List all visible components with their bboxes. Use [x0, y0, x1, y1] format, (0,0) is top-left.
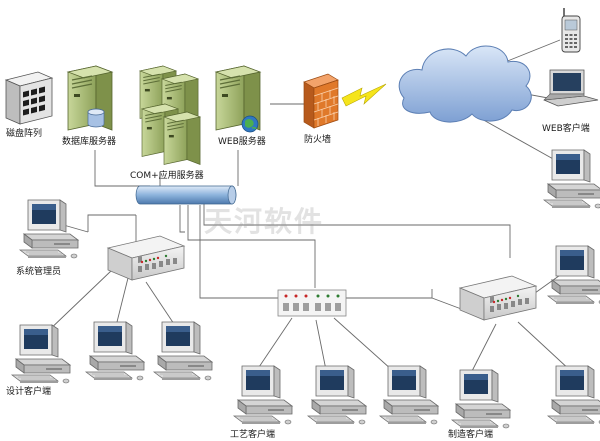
label-web-client: WEB客户端: [542, 124, 590, 134]
laptop-icon: [543, 69, 599, 107]
firewall-icon: [303, 73, 339, 129]
label-firewall: 防火墙: [304, 135, 332, 145]
backbone-bus: [135, 185, 237, 205]
web-server-icon: [215, 65, 261, 133]
process-client-pc-icon: [307, 365, 367, 425]
design-client-pc-icon: [11, 324, 71, 384]
label-com-server: COM+应用服务器: [130, 171, 204, 181]
lightning-icon: [341, 83, 387, 107]
label-web-server: WEB服务器: [218, 137, 266, 147]
label-disk-array: 磁盘阵列: [6, 129, 43, 139]
mobile-phone-icon: [561, 8, 581, 53]
manufacture-client-pc-icon: [451, 369, 511, 429]
process-client-pc-icon: [379, 365, 439, 425]
design-client-pc-icon: [153, 321, 213, 381]
manufacture-client-pc-icon: [547, 245, 600, 305]
switch-hub-1-icon: [107, 235, 185, 281]
system-admin-pc-icon: [19, 199, 79, 259]
database-server-icon: [67, 65, 113, 131]
label-db-server: 数据库服务器: [62, 137, 117, 147]
com-server-cluster-icon: [139, 65, 201, 165]
process-client-pc-icon: [233, 365, 293, 425]
internet-cloud-icon: [398, 45, 532, 123]
switch-hub-3-icon: [459, 275, 537, 321]
design-client-pc-icon: [85, 321, 145, 381]
label-system-admin: 系统管理员: [16, 267, 62, 277]
switch-hub-2-icon: [277, 289, 347, 317]
label-process-client: 工艺客户端: [230, 430, 276, 440]
manufacture-client-pc-icon: [547, 365, 600, 425]
disk-array-icon: [4, 71, 54, 125]
label-manufacture-client: 制造客户端: [448, 430, 494, 440]
watermark: 天河软件: [204, 205, 325, 238]
label-design-client: 设计客户端: [6, 387, 52, 397]
web-client-pc-icon: [543, 149, 600, 209]
